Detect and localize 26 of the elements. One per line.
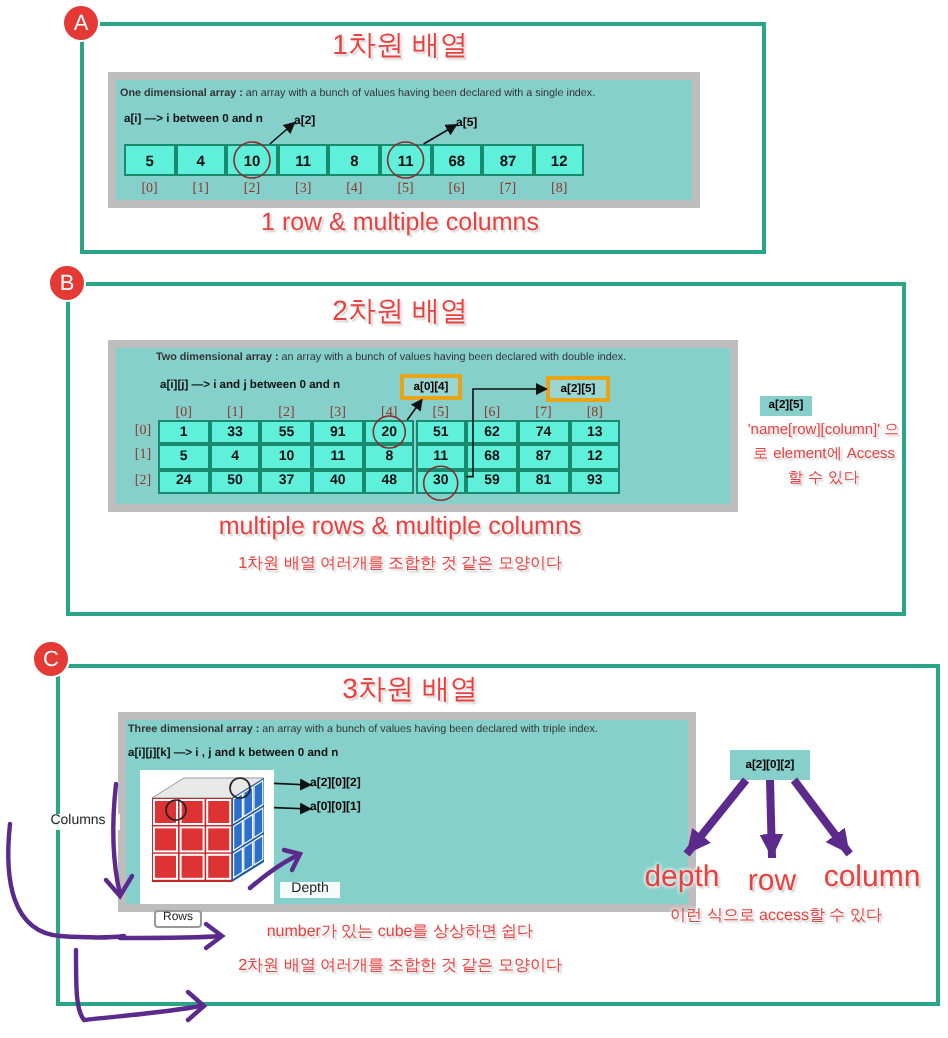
arrow (683, 777, 750, 857)
note-text: 2차원 배열 여러개를 조합한 것 같은 모양이다 (236, 956, 564, 975)
badge: A (64, 6, 98, 40)
arrow (759, 779, 784, 859)
arrow (273, 802, 312, 815)
dimension-label: row (740, 858, 804, 902)
arrow (465, 383, 548, 478)
panel-title: 3차원 배열 (340, 672, 480, 705)
arrow (422, 124, 458, 145)
dimension-label: column (816, 854, 928, 898)
note-text: 이런 식으로 access할 수 있다 (668, 906, 884, 925)
arrow (406, 398, 423, 421)
subtitle: multiple rows & multiple columns (216, 512, 584, 541)
subtitle: 1 row & multiple columns (259, 208, 541, 237)
panel-title: 1차원 배열 (330, 28, 470, 61)
cube-picture (140, 770, 274, 904)
panel-title: 2차원 배열 (330, 294, 470, 327)
badge: B (50, 266, 84, 300)
arrow (790, 777, 853, 857)
note-text: 1차원 배열 여러개를 조합한 것 같은 모양이다 (236, 554, 564, 573)
badge: C (34, 642, 68, 676)
arrow (269, 121, 296, 145)
screenshot-panel (108, 340, 738, 512)
screenshot-panel (108, 72, 700, 208)
note-text: number가 있는 cube를 상상하면 쉽다 (264, 922, 536, 941)
arrow (273, 778, 312, 791)
